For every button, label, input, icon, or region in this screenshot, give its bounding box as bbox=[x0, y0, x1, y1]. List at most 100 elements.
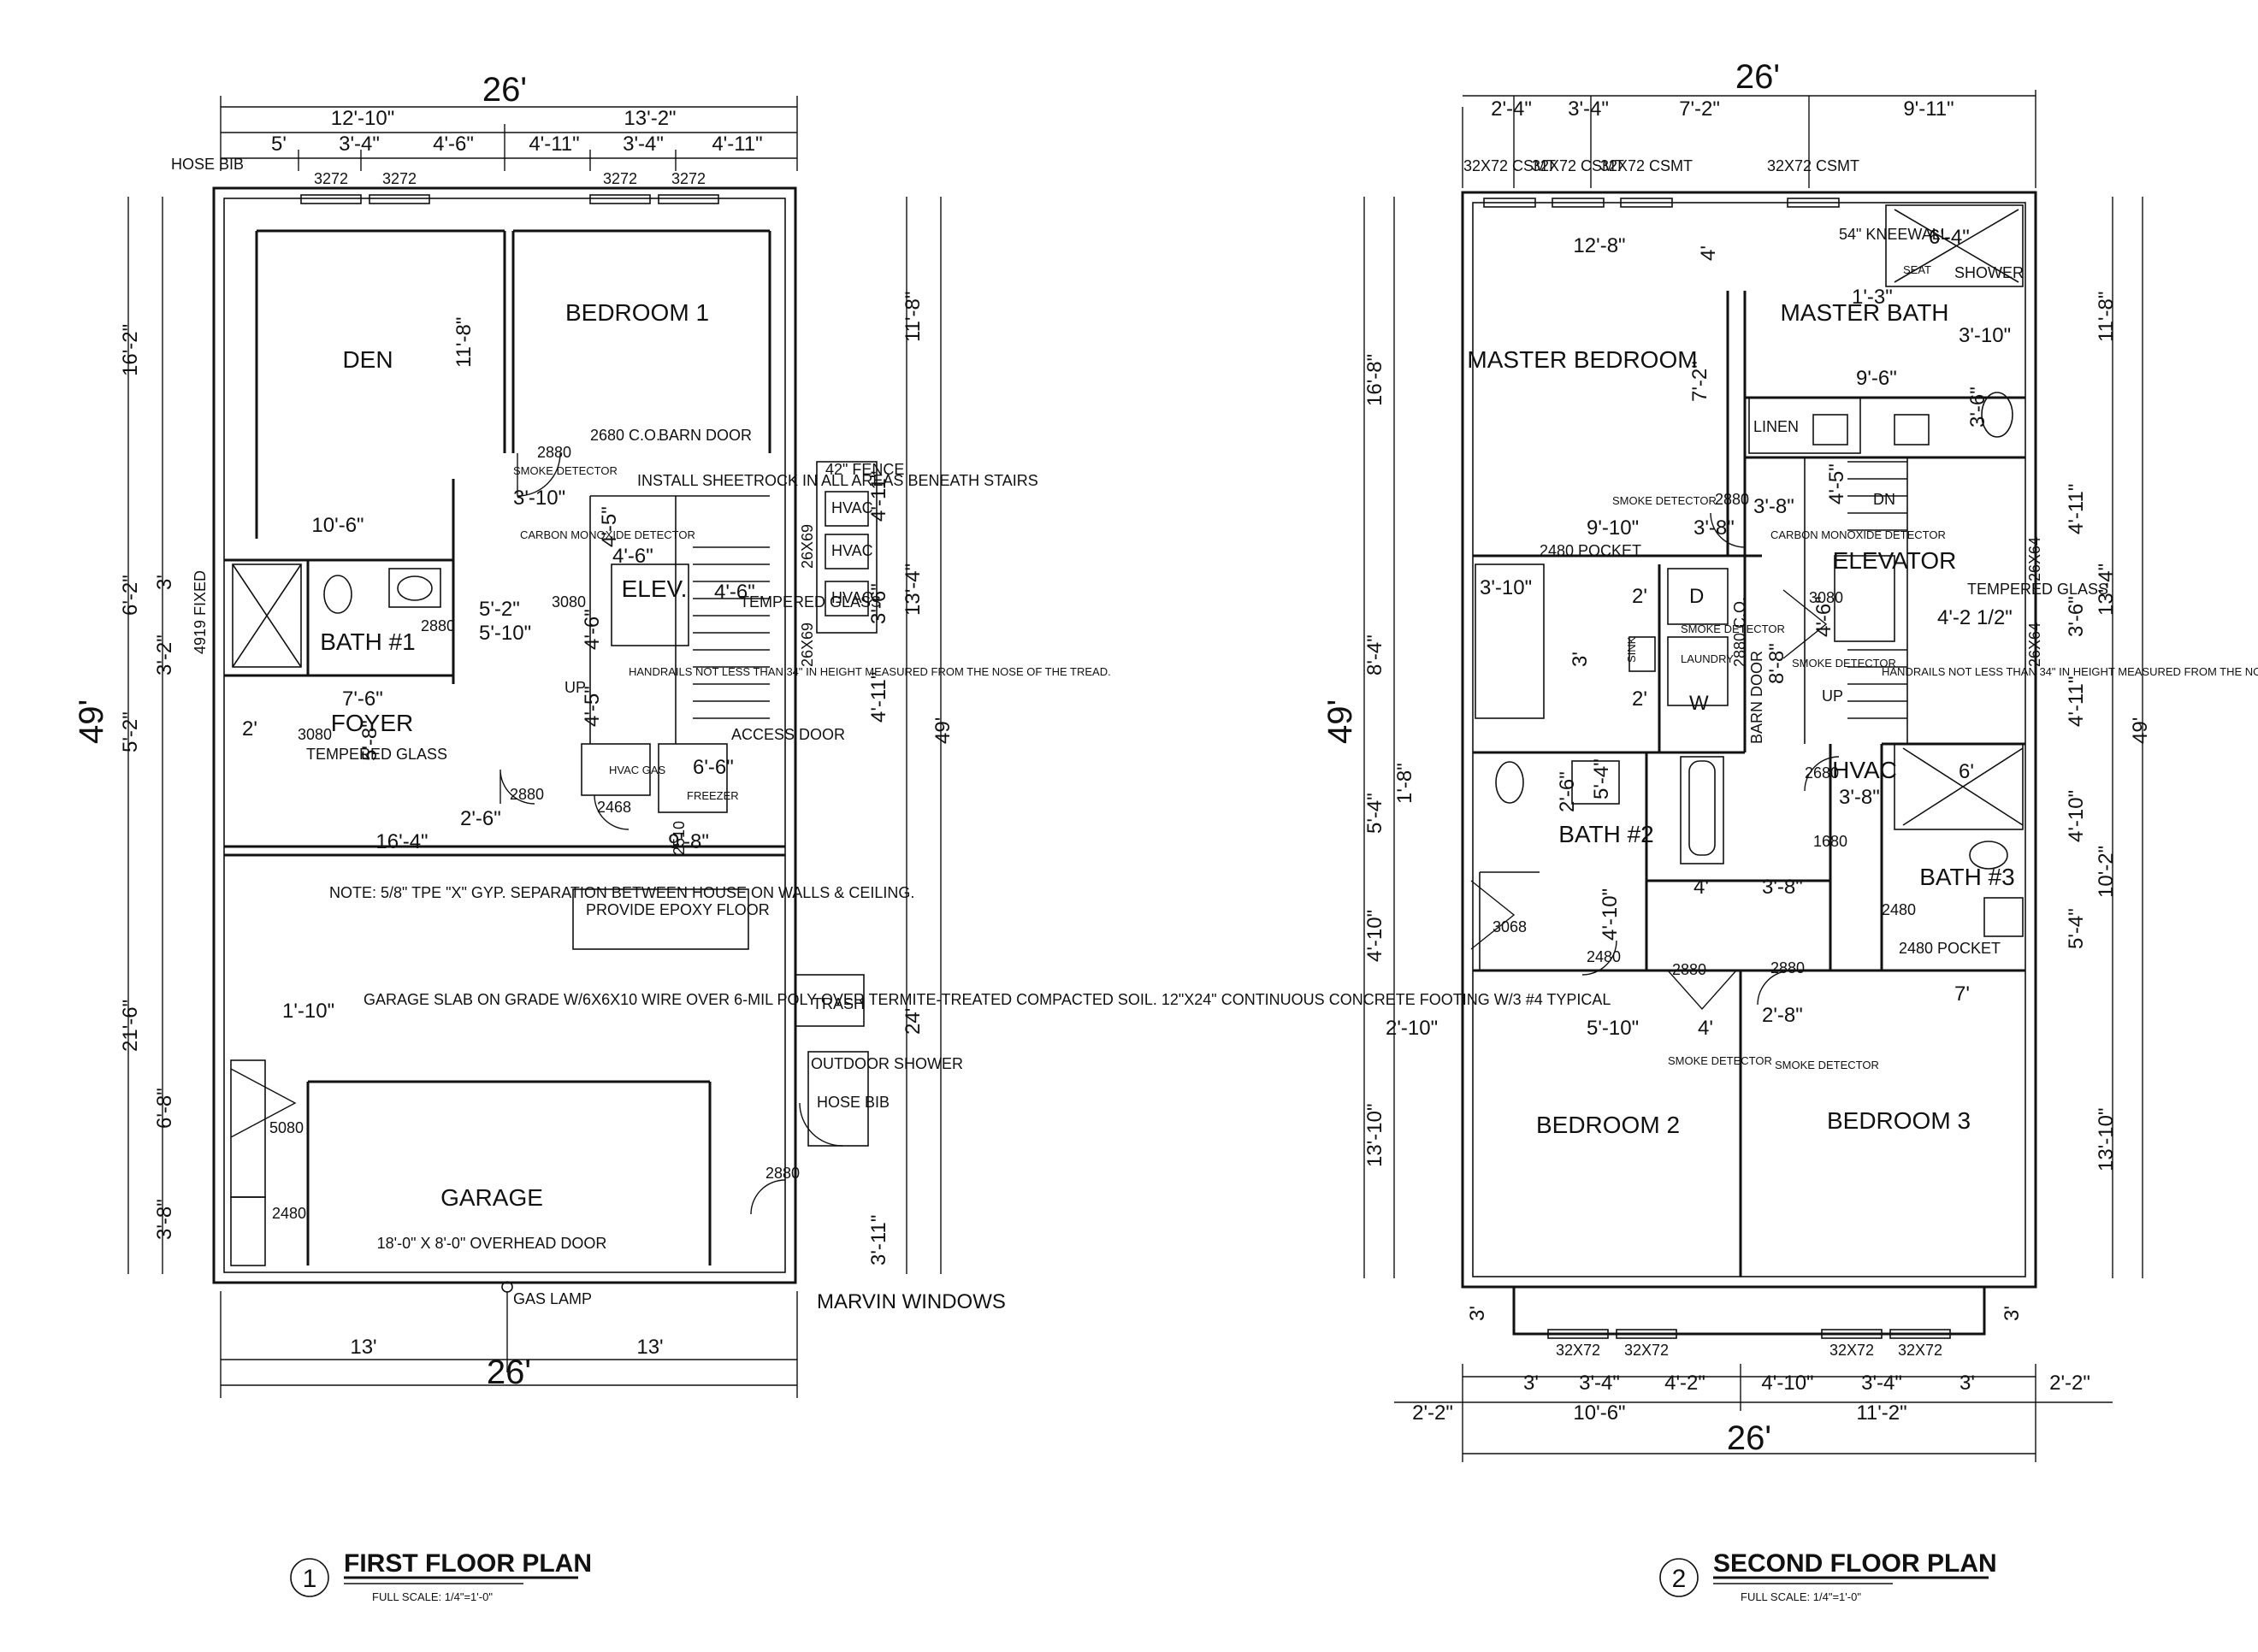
dim-label: 49' bbox=[2129, 717, 2152, 744]
tempered-glass-label: TEMPERED GLASS bbox=[306, 746, 447, 763]
dim-label: 4'-5" bbox=[1825, 463, 1848, 504]
window bbox=[1552, 198, 1605, 208]
dim-label: 13'-10" bbox=[1363, 1104, 1386, 1167]
door-label: 1680 bbox=[1813, 833, 1847, 850]
second-annotations: 12'-8" 4' 54" KNEEWALL 6'-4" SEAT SHOWER… bbox=[1386, 226, 2258, 1071]
dim-label: 6'-8" bbox=[153, 1088, 176, 1129]
hvac-unit bbox=[825, 491, 869, 527]
room-den: DEN bbox=[342, 346, 393, 373]
dim-label: 3'-4" bbox=[1579, 1372, 1620, 1395]
door-label: 2480 bbox=[272, 1205, 306, 1222]
dim-label: 3' bbox=[2001, 1306, 2024, 1321]
dim-label: 49' bbox=[1321, 699, 1359, 744]
epoxy-note: PROVIDE EPOXY FLOOR bbox=[586, 901, 770, 918]
sink-icon bbox=[1983, 897, 2024, 937]
dim-label: 3'-4" bbox=[1568, 97, 1609, 121]
dim-label: 11'-2" bbox=[1856, 1401, 1906, 1425]
carbon-detector: CARBON MONOXIDE DETECTOR bbox=[1770, 528, 1946, 541]
dim-label: 5'-4" bbox=[2065, 908, 2088, 949]
second-bottom-overall: 26' bbox=[1727, 1419, 1771, 1457]
dim-label: 3' bbox=[1959, 1372, 1975, 1395]
dim-label: 13' bbox=[350, 1336, 376, 1359]
dim-label: 7' bbox=[1954, 982, 1970, 1006]
washer-label: W bbox=[1689, 692, 1709, 715]
window-label: 32X72 bbox=[1829, 1342, 1874, 1359]
dim-label: 12'-8" bbox=[1573, 234, 1625, 257]
shower bbox=[232, 563, 302, 668]
tempered-glass-label: TEMPERED GLASS bbox=[740, 593, 881, 611]
dim-label: 4'-11" bbox=[2065, 484, 2088, 534]
second-left-dimensions: 16'-8" 8'-4" 49' 5'-4" 4'-10" 13'-10" 3' bbox=[1321, 197, 1489, 1321]
dim-label: 3' bbox=[1466, 1306, 1489, 1321]
marvin-label: MARVIN WINDOWS bbox=[817, 1290, 1006, 1313]
smoke-detector: SMOKE DETECTOR bbox=[1792, 657, 1896, 670]
first-doors bbox=[230, 452, 843, 1215]
second-stairs bbox=[1847, 461, 1907, 719]
door-label: 2880 bbox=[510, 786, 544, 803]
toilet-icon bbox=[323, 575, 352, 614]
first-top-seg: 4'-6" bbox=[433, 133, 474, 156]
dim-label: 2'-4" bbox=[1491, 97, 1532, 121]
dim-label: 10'-2" bbox=[2095, 846, 2118, 898]
dim-label: 2'-2" bbox=[2049, 1372, 2090, 1395]
room-bath-2: BATH #2 bbox=[1558, 821, 1654, 847]
dim-label: 4'-10" bbox=[1363, 910, 1386, 962]
hvac-gas-label: HVAC GAS bbox=[609, 764, 666, 776]
dim-label: 4'-10" bbox=[2065, 790, 2088, 842]
window bbox=[589, 194, 651, 204]
room-bath-1: BATH #1 bbox=[320, 628, 416, 655]
window-label: 32X72 bbox=[1898, 1342, 1942, 1359]
second-doors bbox=[1470, 512, 1840, 1011]
fence-label: 42" FENCE bbox=[825, 461, 904, 478]
window-label: 3272 bbox=[314, 170, 348, 187]
window bbox=[1620, 198, 1673, 208]
dim-label: 3'-10" bbox=[1959, 324, 2011, 347]
drawing-scale: FULL SCALE: 1/4"=1'-0" bbox=[1741, 1590, 1861, 1603]
dim-label: 4' bbox=[1694, 876, 1709, 899]
door-label: 2880 bbox=[1715, 491, 1749, 508]
tempered-glass-label: TEMPERED GLASS bbox=[1967, 581, 2108, 598]
window-label: 32X72 CSMT bbox=[1767, 157, 1859, 174]
seat-label: SEAT bbox=[1903, 263, 1931, 276]
dim-label: 21'-6" bbox=[119, 1000, 142, 1052]
sink-icon bbox=[1812, 414, 1848, 445]
gas-lamp-label: GAS LAMP bbox=[513, 1290, 592, 1307]
stairs-up-label: UP bbox=[564, 679, 586, 696]
hvac-label: HVAC bbox=[831, 542, 873, 559]
window-label: 3272 bbox=[382, 170, 417, 187]
drawing-scale: FULL SCALE: 1/4"=1'-0" bbox=[372, 1590, 493, 1603]
dim-label: 4'-10" bbox=[1761, 1372, 1813, 1395]
handrail-note: HANDRAILS NOT LESS THAN 34" IN HEIGHT ME… bbox=[629, 665, 1111, 678]
hose-bib-label: HOSE BIB bbox=[817, 1094, 890, 1111]
slab-note: GARAGE SLAB ON GRADE W/6X6X10 WIRE OVER … bbox=[364, 991, 1611, 1008]
window-fixed-label: 4919 FIXED bbox=[192, 570, 209, 654]
dim-label: 1'-8" bbox=[1393, 763, 1416, 804]
dim-label: 7'-2" bbox=[1679, 97, 1720, 121]
dim-label: 3'-8" bbox=[1753, 495, 1794, 518]
dim-label: 11'-8" bbox=[2095, 292, 2118, 342]
first-bottom-dimensions: 13' 13' 26' bbox=[220, 1291, 798, 1398]
dim-label: 3' bbox=[153, 575, 176, 590]
window bbox=[300, 194, 362, 204]
dim-label: 10'-6" bbox=[311, 514, 364, 537]
first-stairs bbox=[693, 546, 770, 719]
room-bedroom-2: BEDROOM 2 bbox=[1536, 1112, 1680, 1138]
dim-label: 24' bbox=[901, 1008, 925, 1035]
door-label: 2680 C.O. bbox=[590, 427, 660, 444]
dim-label: 3'-8" bbox=[1694, 516, 1735, 540]
gyp-note: NOTE: 5/8" TPE "X" GYP. SEPARATION BETWE… bbox=[329, 884, 914, 901]
dim-label: 3'-6" bbox=[2065, 596, 2088, 637]
drawing-number: 2 bbox=[1672, 1565, 1687, 1593]
dim-label: 3'-4" bbox=[1861, 1372, 1902, 1395]
toilet-icon bbox=[1495, 761, 1524, 804]
dim-label: 13'-4" bbox=[901, 563, 925, 616]
smoke-detector: SMOKE DETECTOR bbox=[1681, 622, 1785, 635]
dim-label: 4' bbox=[1697, 245, 1720, 261]
dim-label: 11'-8" bbox=[901, 292, 925, 342]
dim-label: 3'-10" bbox=[1480, 576, 1532, 599]
room-elev: ELEV. bbox=[622, 575, 688, 602]
dim-label: 4'-6" bbox=[612, 545, 653, 568]
dim-label: 9'-10" bbox=[1587, 516, 1639, 540]
barn-door-label: BARN DOOR bbox=[659, 427, 752, 444]
dim-label: 7'-2" bbox=[1688, 361, 1711, 402]
